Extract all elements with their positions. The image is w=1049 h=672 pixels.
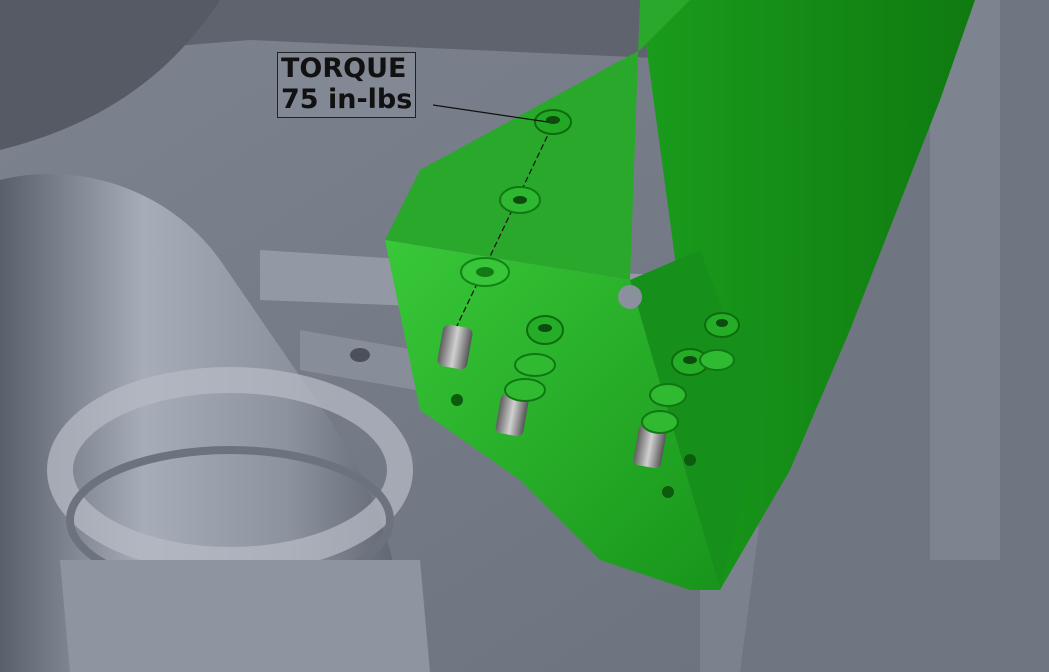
washer — [641, 410, 679, 434]
bracket-hole — [451, 394, 463, 406]
stud — [495, 393, 529, 437]
frame-panel — [930, 0, 1000, 560]
callout-leader — [432, 104, 549, 123]
frame-hole — [350, 348, 370, 362]
nut — [526, 315, 564, 345]
bracket-top-flange — [385, 0, 690, 280]
stud — [633, 423, 667, 469]
bracket-inner-face — [630, 250, 770, 590]
axle-shadow — [0, 0, 220, 150]
washer — [499, 186, 541, 214]
mounting-bracket — [385, 240, 720, 590]
washer — [514, 353, 556, 377]
torque-callout: TORQUE 75 in-lbs — [277, 52, 417, 118]
washer — [699, 349, 735, 371]
callout-line-2: 75 in-lbs — [281, 84, 413, 115]
explode-line — [454, 119, 556, 331]
washer — [460, 257, 510, 287]
nut — [534, 109, 572, 135]
washer — [504, 378, 546, 402]
bracket-hole — [684, 454, 696, 466]
stud — [437, 324, 473, 370]
callout-line-1: TORQUE — [281, 53, 407, 84]
axle-collar — [60, 560, 430, 672]
nut — [704, 312, 740, 338]
bracket-hole — [662, 486, 674, 498]
washer — [649, 383, 687, 407]
bracket-hole — [618, 285, 642, 309]
